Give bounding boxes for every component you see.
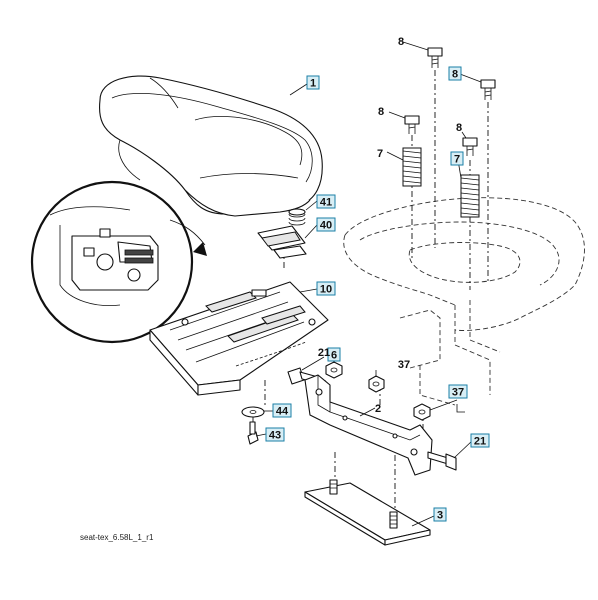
- callout-40: 40: [316, 217, 336, 232]
- callout-10: 10: [316, 281, 336, 296]
- figure-caption: seat-tex_6.58L_1_r1: [80, 533, 154, 542]
- svg-text:6: 6: [331, 350, 337, 362]
- svg-text:7: 7: [377, 148, 383, 160]
- spring-41: [288, 208, 306, 226]
- svg-text:8: 8: [378, 106, 384, 118]
- seat: [98, 75, 323, 217]
- svg-text:3: 3: [437, 510, 443, 522]
- svg-text:8: 8: [452, 69, 458, 81]
- svg-text:1: 1: [310, 78, 316, 90]
- spring-7-left: [402, 147, 422, 187]
- leader-lines: [255, 41, 482, 527]
- clip-40: [257, 225, 307, 259]
- callout-3: 3: [433, 507, 447, 522]
- callout-37-lower: 37: [448, 384, 468, 399]
- callout-21-right: 21: [470, 433, 490, 448]
- callout-41: 41: [316, 194, 336, 209]
- callout-7-left: 7: [377, 148, 383, 160]
- nut-37-lower: [413, 403, 431, 421]
- nut-6: [325, 361, 343, 379]
- bolt-43: [247, 421, 259, 445]
- callout-44: 44: [272, 403, 292, 418]
- screw-8-d: [462, 137, 478, 156]
- svg-text:8: 8: [398, 36, 404, 48]
- svg-text:41: 41: [320, 197, 332, 209]
- detail-magnifier: [30, 180, 207, 344]
- seat-plate: [149, 281, 329, 396]
- svg-text:21: 21: [318, 347, 330, 359]
- screw-8-c: [404, 115, 420, 134]
- screw-8-a: [427, 47, 443, 68]
- callout-1: 1: [306, 75, 320, 90]
- svg-text:37: 37: [452, 387, 464, 399]
- callout-43: 43: [265, 427, 285, 442]
- callout-7-right: 7: [450, 151, 464, 166]
- screw-8-b: [480, 79, 496, 100]
- mower-frame-outline: [343, 197, 585, 406]
- svg-text:10: 10: [320, 284, 332, 296]
- svg-text:37: 37: [398, 359, 410, 371]
- bolt-21-right: [427, 451, 457, 471]
- washer-44: [241, 406, 265, 418]
- callout-8-boxed: 8: [448, 66, 462, 81]
- svg-text:7: 7: [454, 154, 460, 166]
- svg-text:43: 43: [269, 430, 281, 442]
- callout-8-mid: 8: [378, 106, 384, 118]
- callout-8-top: 8: [398, 36, 404, 48]
- callout-8-right: 8: [456, 122, 462, 134]
- nut-37-upper: [368, 375, 385, 393]
- svg-text:8: 8: [456, 122, 462, 134]
- callout-2: 2: [375, 403, 381, 415]
- callout-21-left: 21: [318, 347, 330, 359]
- callout-6: 6: [327, 347, 341, 362]
- svg-text:40: 40: [320, 220, 332, 232]
- svg-text:2: 2: [375, 403, 381, 415]
- base-plate-3: [304, 479, 431, 546]
- svg-text:21: 21: [474, 436, 486, 448]
- svg-text:44: 44: [276, 406, 289, 418]
- callout-37-upper: 37: [398, 359, 410, 371]
- spring-7-right: [460, 174, 480, 218]
- bracket-2: [304, 374, 433, 476]
